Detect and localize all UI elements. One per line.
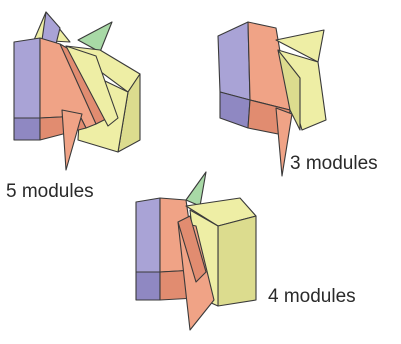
m4-green-tip [186, 172, 206, 206]
caption-3-modules: 3 modules [290, 154, 378, 173]
model-4-modules [136, 172, 256, 330]
m4-yellow-face [218, 216, 256, 306]
m4-purple-bottom [136, 272, 160, 300]
m3-purple-face [218, 22, 250, 100]
caption-5-modules: 5 modules [6, 182, 94, 201]
model-5-modules [14, 12, 140, 170]
m4-purple-face [136, 198, 160, 272]
m5-purple-face [14, 38, 40, 118]
m5-purple-bottom [14, 118, 40, 140]
caption-4-modules: 4 modules [268, 287, 356, 306]
